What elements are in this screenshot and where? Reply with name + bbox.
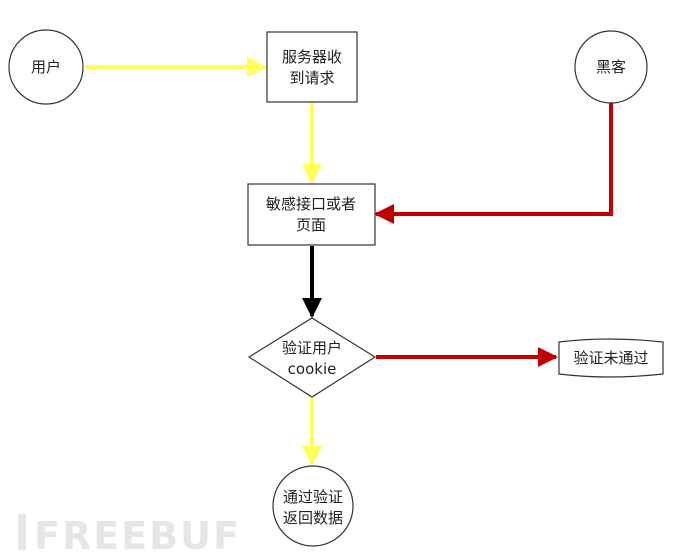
node-user: 用户 — [8, 29, 84, 105]
node-hacker: 黑客 — [574, 30, 648, 104]
node-sensitive: 敏感接口或者 页面 — [247, 183, 376, 246]
node-user-label: 用户 — [31, 58, 61, 76]
node-verify-line1: 验证用户 — [282, 339, 342, 357]
node-verify-line2: cookie — [288, 360, 337, 378]
node-pass-line2: 返回数据 — [283, 509, 343, 527]
node-fail: 验证未通过 — [558, 338, 664, 378]
watermark-text: FREEBUF — [34, 514, 241, 558]
node-hacker-label: 黑客 — [596, 58, 626, 76]
edge-hacker-to-sensitive — [374, 101, 613, 224]
node-server-line1: 服务器收 — [282, 48, 342, 66]
node-server: 服务器收 到请求 — [266, 31, 358, 103]
watermark: FREEBUF — [18, 514, 241, 558]
node-server-line2: 到请求 — [289, 69, 334, 87]
node-pass: 通过验证 返回数据 — [272, 465, 354, 547]
node-pass-line1: 通过验证 — [283, 488, 343, 506]
node-sensitive-line2: 页面 — [296, 216, 326, 234]
node-sensitive-line1: 敏感接口或者 — [266, 195, 356, 213]
node-verify: 验证用户 cookie — [247, 317, 377, 398]
node-fail-label: 验证未通过 — [573, 349, 648, 367]
